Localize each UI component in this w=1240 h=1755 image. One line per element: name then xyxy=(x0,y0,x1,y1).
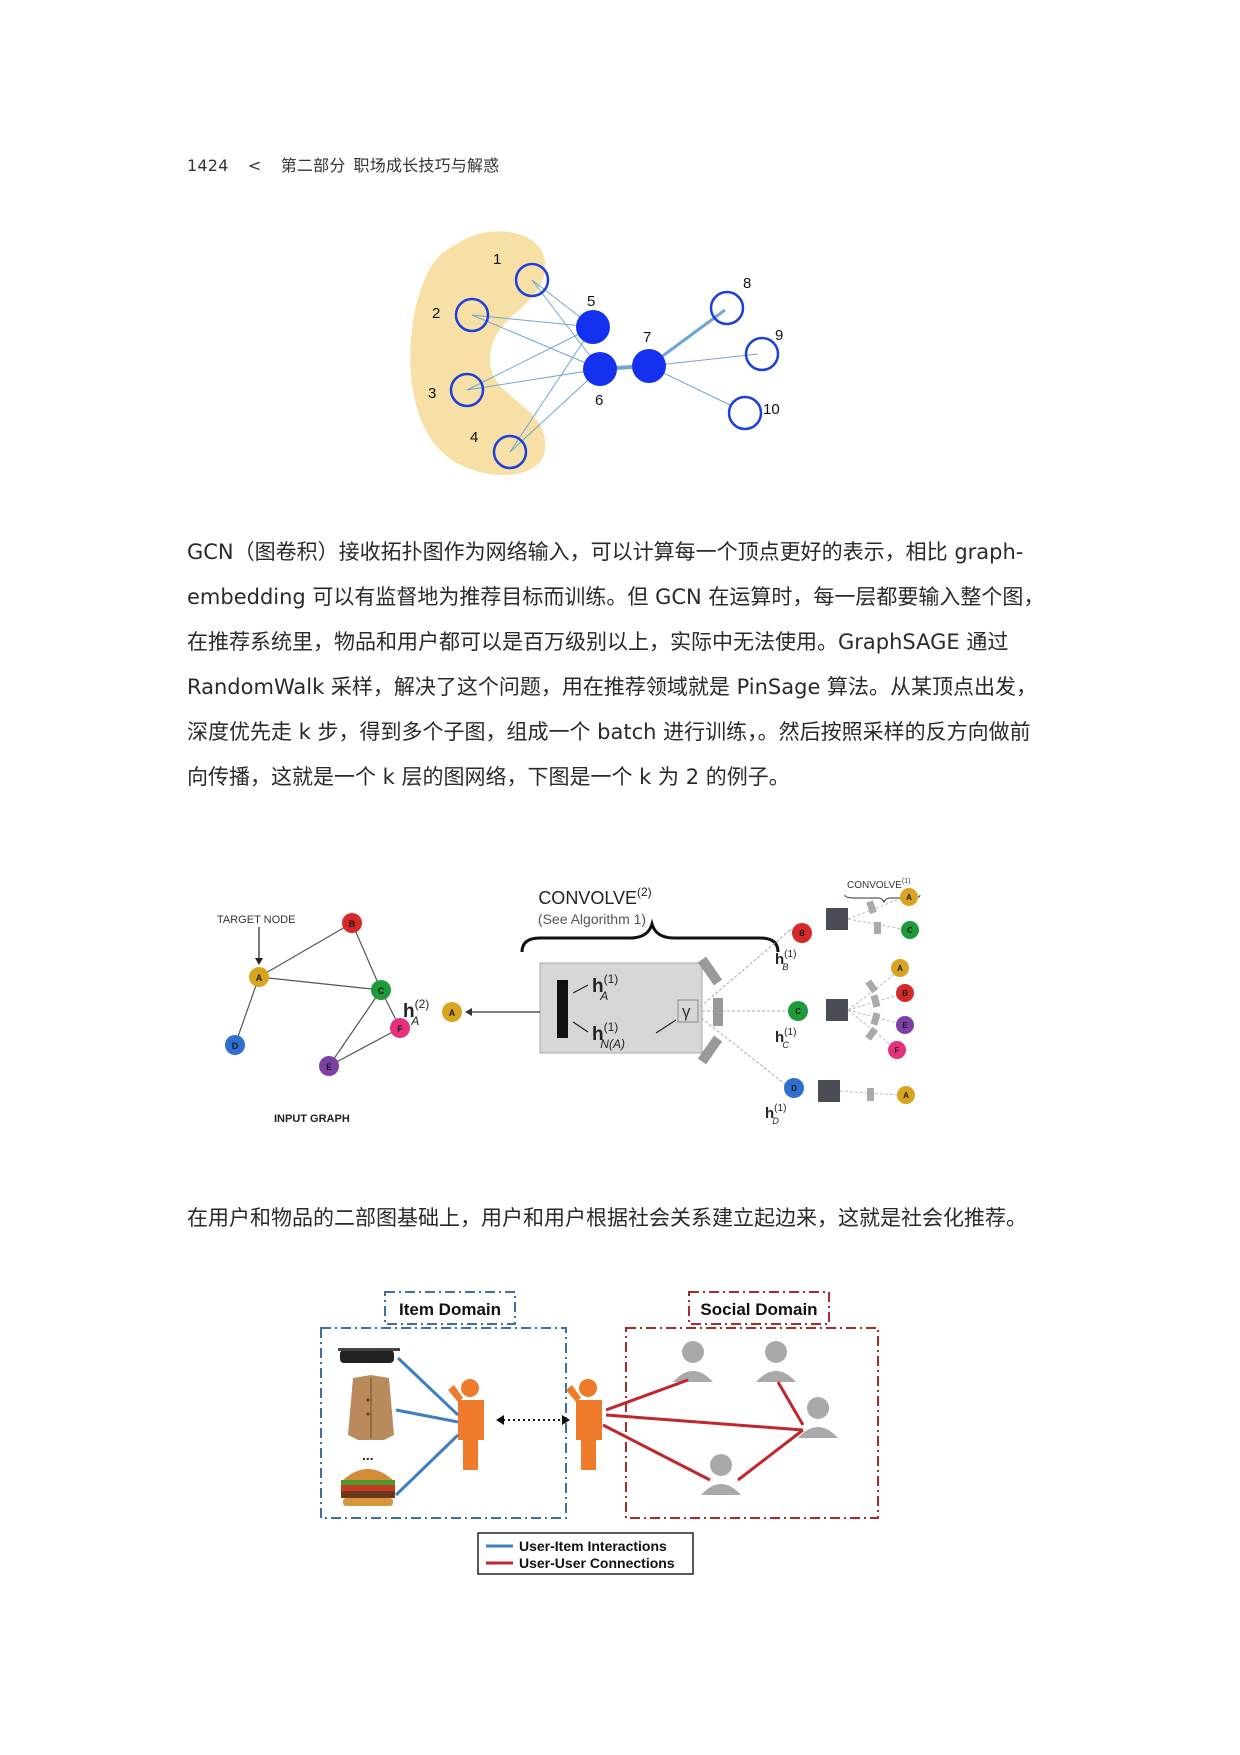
input-node-b-label: B xyxy=(349,919,356,929)
node-label-1: 1 xyxy=(493,251,501,268)
graph-node-8 xyxy=(711,292,743,324)
social-user-icon xyxy=(756,1341,796,1382)
node-label-5: 5 xyxy=(587,293,595,310)
node-label-3: 3 xyxy=(428,385,436,402)
para-line: GCN（图卷积）接收拓扑图作为网络输入，可以计算每一个顶点更好的表示，相比 gr… xyxy=(187,530,1055,575)
input-node-e-label: E xyxy=(326,1062,332,1072)
page-header: 1424 < 第二部分职场成长技巧与解惑 xyxy=(187,152,513,176)
items-ellipsis: ... xyxy=(362,1447,374,1463)
graph-node-6 xyxy=(583,352,617,386)
see-algorithm-label: (See Algorithm 1) xyxy=(538,911,646,927)
input-node-c-label: C xyxy=(378,986,385,996)
input-graph-label: INPUT GRAPH xyxy=(274,1113,350,1125)
node-label-10: 10 xyxy=(763,401,780,418)
user-user-edges xyxy=(603,1380,803,1480)
figure-graph-sampling: 1 2 3 4 5 6 7 8 9 10 xyxy=(400,220,820,490)
glasses-icon xyxy=(338,1348,400,1363)
node-label-7: 7 xyxy=(643,329,651,346)
node-label-6: 6 xyxy=(595,392,603,409)
social-domain-label: Social Domain xyxy=(700,1300,817,1319)
sample-node-d-label: D xyxy=(791,1084,797,1093)
social-domain-box xyxy=(626,1328,878,1518)
convolve1-box-d xyxy=(818,1080,840,1102)
graph-node-9 xyxy=(746,338,778,370)
para-line: RandomWalk 采样，解决了这个问题，用在推荐领域就是 PinSage 算… xyxy=(187,665,1055,710)
user-item-edges xyxy=(396,1358,458,1495)
paragraph-social: 在用户和物品的二部图基础上，用户和用户根据社会关系建立起边来，这就是社会化推荐。 xyxy=(187,1196,1055,1241)
social-user-icon xyxy=(701,1454,741,1495)
para-line: embedding 可以有监督地为推荐目标而训练。但 GCN 在运算时，每一层都… xyxy=(187,575,1055,620)
input-node-a-label: A xyxy=(256,973,263,983)
sample-node-b-label: B xyxy=(799,929,805,938)
neighbor-node-c-label: C xyxy=(907,926,913,935)
neighbor-node-e-label: E xyxy=(902,1021,908,1030)
header-separator: < xyxy=(248,156,262,175)
gamma-label: γ xyxy=(682,1002,691,1021)
target-node-label: TARGET NODE xyxy=(217,914,295,926)
para-line: 深度优先走 k 步，得到多个子图，组成一个 batch 进行训练，。然后按照采样… xyxy=(187,710,1055,755)
para-line: 在推荐系统里，物品和用户都可以是百万级别以上，实际中无法使用。GraphSAGE… xyxy=(187,620,1055,665)
neighbor-node-a3-label: A xyxy=(903,1091,909,1100)
graph-node-10 xyxy=(729,397,761,429)
graph-node-5 xyxy=(576,310,610,344)
figure-social-recommendation: Item Domain Social Domain ... xyxy=(318,1290,888,1590)
item-domain-label: Item Domain xyxy=(399,1300,501,1319)
convolve1-box-b xyxy=(826,908,848,930)
convolve1-box-c xyxy=(826,999,848,1021)
para-line: 向传播，这就是一个 k 层的图网络，下图是一个 k 为 2 的例子。 xyxy=(187,755,1055,800)
neighbor-node-b-label: B xyxy=(902,989,908,998)
part-title: 第二部分 xyxy=(281,156,346,175)
social-user-icon xyxy=(673,1341,713,1382)
paragraph-gcn: GCN（图卷积）接收拓扑图作为网络输入，可以计算每一个顶点更好的表示，相比 gr… xyxy=(187,530,1055,800)
social-users xyxy=(673,1341,838,1495)
legend-user-user: User-User Connections xyxy=(519,1555,675,1571)
aggregate-bar xyxy=(557,980,568,1038)
figure-convolve: TARGET NODE A B C D E F INPUT GRAPH CONV… xyxy=(200,860,1045,1145)
convolve1-title: CONVOLVE(1) xyxy=(847,878,910,891)
user-icon-social-side xyxy=(566,1379,602,1470)
output-node-a-label: A xyxy=(449,1008,456,1018)
user-icon-item-side xyxy=(448,1379,484,1470)
para-line: 在用户和物品的二部图基础上，用户和用户根据社会关系建立起边来，这就是社会化推荐。 xyxy=(187,1196,1055,1241)
burger-icon xyxy=(341,1469,395,1506)
chapter-title: 职场成长技巧与解惑 xyxy=(354,156,500,175)
neighbor-node-f-label: F xyxy=(895,1046,900,1055)
node-label-9: 9 xyxy=(775,327,783,344)
sample-node-c-label: C xyxy=(795,1007,801,1016)
social-user-icon xyxy=(798,1397,838,1438)
coat-icon xyxy=(348,1375,394,1440)
legend-user-item: User-Item Interactions xyxy=(519,1538,667,1554)
neighbor-node-a-label: A xyxy=(906,893,912,902)
input-node-f-label: F xyxy=(397,1024,403,1034)
page-number: 1424 xyxy=(187,156,229,175)
node-label-2: 2 xyxy=(432,305,440,322)
graph-node-7 xyxy=(632,349,666,383)
node-label-8: 8 xyxy=(743,275,751,292)
convolve2-title: CONVOLVE(2) xyxy=(538,885,651,908)
neighbor-node-a2-label: A xyxy=(897,964,903,973)
input-node-d-label: D xyxy=(232,1041,239,1051)
node-label-4: 4 xyxy=(470,429,478,446)
